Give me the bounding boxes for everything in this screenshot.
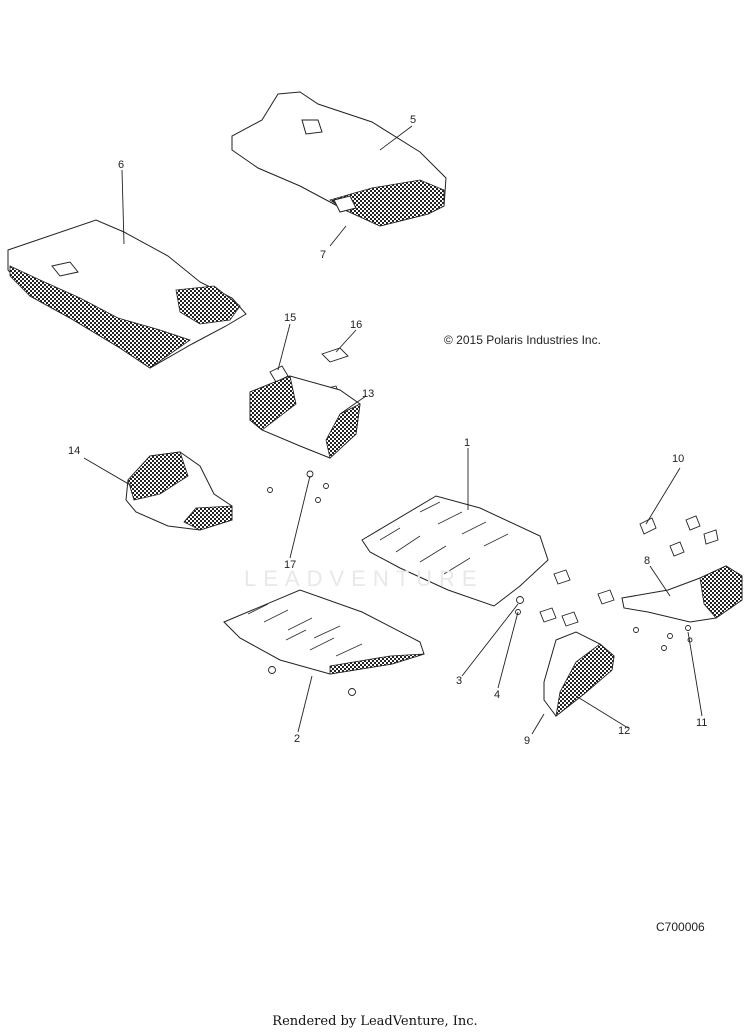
leader-lines <box>83 125 703 735</box>
callout-10: 10 <box>672 453 684 465</box>
part-15-clip <box>269 365 289 383</box>
callout-9: 9 <box>524 735 530 747</box>
callout-14: 14 <box>68 445 80 457</box>
callout-6: 6 <box>118 159 124 171</box>
part-12-skid <box>543 631 615 717</box>
callout-16: 16 <box>350 319 362 331</box>
callout-2: 2 <box>294 733 300 745</box>
callout-13: 13 <box>362 388 374 400</box>
part-8-bracket <box>621 565 743 623</box>
part-13-tray <box>249 375 361 459</box>
part-6-panel <box>7 219 247 369</box>
callout-1: 1 <box>464 437 470 449</box>
callout-15: 15 <box>284 312 296 324</box>
part-2-floor-panel <box>223 589 425 675</box>
callout-3: 3 <box>456 675 462 687</box>
part-1-floor-panel <box>361 495 549 607</box>
part-14-bracket <box>125 451 233 531</box>
callout-8: 8 <box>644 555 650 567</box>
callout-11: 11 <box>696 717 707 729</box>
callout-5: 5 <box>410 114 416 126</box>
callout-12: 12 <box>618 725 630 737</box>
callout-7: 7 <box>320 249 326 261</box>
callout-17: 17 <box>284 559 296 571</box>
drawing-code: C700006 <box>656 920 705 934</box>
callout-4: 4 <box>494 689 500 701</box>
part-5-panel <box>231 91 447 227</box>
watermark-text: LEADVENTURE <box>244 566 484 591</box>
copyright-notice: © 2015 Polaris Industries Inc. <box>444 333 601 347</box>
footer-credit: Rendered by LeadVenture, Inc. <box>272 1014 478 1029</box>
